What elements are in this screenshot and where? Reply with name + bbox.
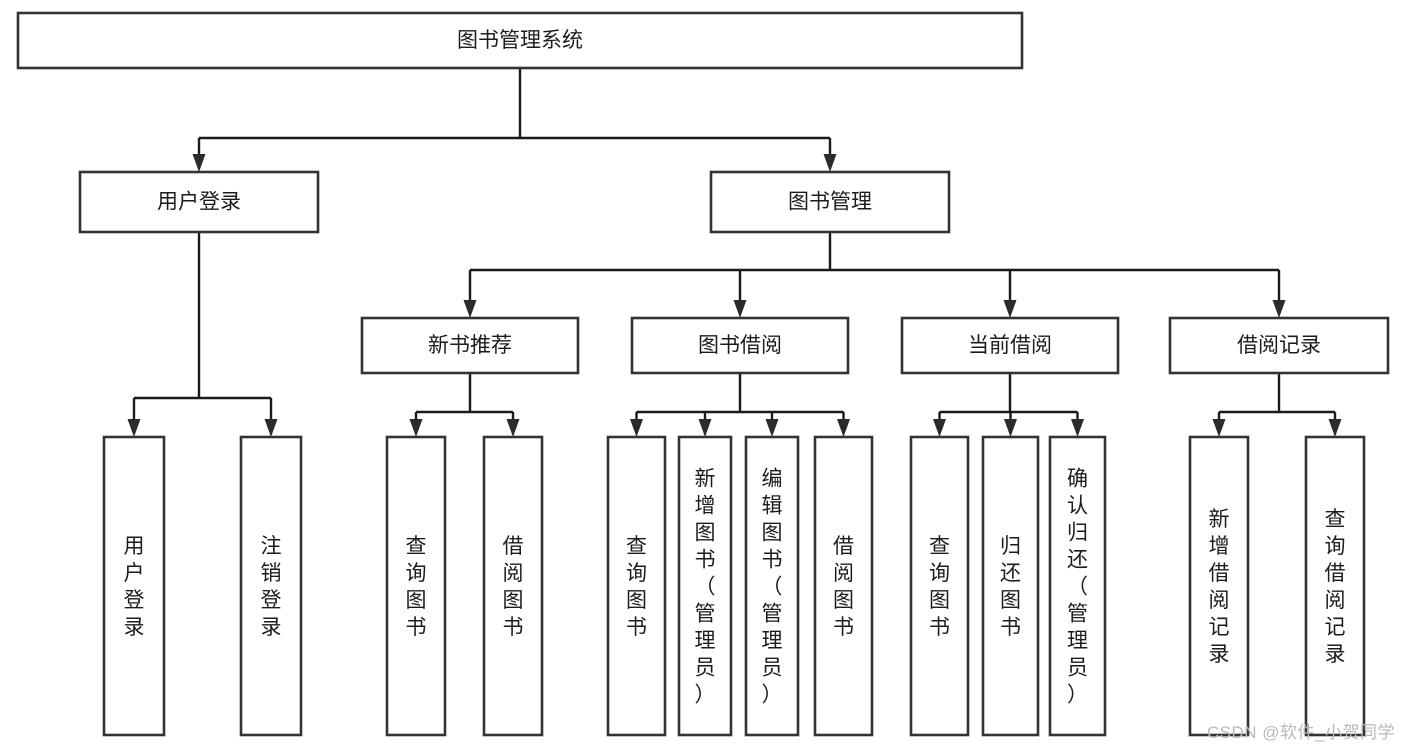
- conn-l2-0-to-leaf-0-arrowhead: [127, 419, 141, 437]
- conn-l3-0-to-leaf-0-arrowhead: [409, 419, 423, 437]
- node-leaf-7[interactable]: 借阅图书: [813, 435, 874, 737]
- node-leaf-10[interactable]: 确认归还（管理员）: [1048, 435, 1107, 737]
- conn-l2-to-l3-0-arrowhead: [463, 300, 477, 318]
- node-leaf-5-rect: [677, 435, 733, 737]
- node-leaf-0-rect: [102, 435, 166, 737]
- conn-l3-0-to-leaf-1-arrowhead: [506, 419, 520, 437]
- conn-l2-to-l3-1-arrowhead: [733, 300, 747, 318]
- node-leaf-2-label: 查询图书: [406, 535, 427, 639]
- node-leaf-9-rect: [981, 435, 1040, 737]
- watermark-credit: CSDN @软件_小贺同学: [1206, 723, 1395, 742]
- node-leaf-4-label: 查询图书: [626, 535, 647, 639]
- connector-layer: [127, 68, 1342, 437]
- node-leaf-1-label: 注销登录: [261, 535, 282, 639]
- conn-l3-2-to-leaf-0-arrowhead: [933, 419, 946, 437]
- node-l3-1[interactable]: 图书借阅: [630, 316, 850, 375]
- node-l3-0-label: 新书推荐: [428, 334, 512, 357]
- node-leaf-5-label: 新增图书（管理员）: [695, 468, 716, 707]
- node-leaf-10-rect: [1048, 435, 1107, 737]
- node-leaf-3[interactable]: 借阅图书: [482, 435, 544, 737]
- node-l3-2-label: 当前借阅: [968, 334, 1052, 357]
- node-leaf-12[interactable]: 查询借阅记录: [1304, 435, 1366, 737]
- node-root-system-rect: [16, 11, 1024, 70]
- node-leaf-9-label: 归还图书: [1000, 535, 1021, 639]
- conn-l2-to-l3-2-arrowhead: [1003, 300, 1017, 318]
- conn-root-to-l2-0-arrowhead: [192, 154, 206, 172]
- node-leaf-3-rect: [482, 435, 544, 737]
- node-leaf-8-label: 查询图书: [929, 535, 950, 639]
- node-leaf-2-rect: [385, 435, 447, 737]
- node-l2-1-rect: [709, 170, 951, 234]
- node-l3-3-label: 借阅记录: [1237, 334, 1321, 357]
- node-l2-1[interactable]: 图书管理: [709, 170, 951, 234]
- node-l3-2-rect: [900, 316, 1120, 375]
- node-l3-3-rect: [1168, 316, 1390, 375]
- node-leaf-10-label: 确认归还（管理员）: [1067, 468, 1088, 707]
- conn-l3-1-to-leaf-1-arrowhead: [698, 419, 712, 437]
- node-leaf-8[interactable]: 查询图书: [909, 435, 970, 737]
- conn-l3-3-to-leaf-1-arrowhead: [1328, 419, 1342, 437]
- node-leaf-5[interactable]: 新增图书（管理员）: [677, 435, 733, 737]
- node-leaf-3-label: 借阅图书: [503, 535, 524, 639]
- node-l2-1-label: 图书管理: [788, 191, 872, 214]
- conn-root-to-l2-1-arrowhead: [823, 154, 837, 172]
- conn-l3-1-to-leaf-3-arrowhead: [837, 419, 850, 437]
- node-l3-0[interactable]: 新书推荐: [360, 316, 580, 375]
- conn-l2-0-to-leaf-1-arrowhead: [264, 419, 278, 437]
- node-leaf-11-label: 新增借阅记录: [1209, 508, 1230, 666]
- node-leaf-0[interactable]: 用户登录: [102, 435, 166, 737]
- node-leaf-1-rect: [239, 435, 303, 737]
- conn-l3-2-to-leaf-1-arrowhead: [1004, 419, 1017, 437]
- conn-l3-1-to-leaf-2-arrowhead: [765, 419, 779, 437]
- node-l2-0-label: 用户登录: [157, 191, 241, 214]
- node-root-system-label: 图书管理系统: [457, 29, 583, 52]
- conn-l3-1-to-leaf-0-arrowhead: [630, 419, 643, 437]
- node-leaf-8-rect: [909, 435, 970, 737]
- node-leaf-6-label: 编辑图书（管理员）: [762, 468, 783, 707]
- node-leaf-11[interactable]: 新增借阅记录: [1188, 435, 1250, 737]
- conn-l2-to-l3-3-arrowhead: [1272, 300, 1286, 318]
- node-leaf-0-label: 用户登录: [124, 535, 145, 639]
- node-leaf-1[interactable]: 注销登录: [239, 435, 303, 737]
- node-leaf-4[interactable]: 查询图书: [606, 435, 667, 737]
- conn-l3-2-to-leaf-2-arrowhead: [1071, 419, 1084, 437]
- node-l3-1-rect: [630, 316, 850, 375]
- node-l3-2[interactable]: 当前借阅: [900, 316, 1120, 375]
- node-l3-0-rect: [360, 316, 580, 375]
- conn-l3-3-to-leaf-0-arrowhead: [1212, 419, 1226, 437]
- node-root-system[interactable]: 图书管理系统: [16, 11, 1024, 70]
- node-l2-0[interactable]: 用户登录: [78, 170, 320, 234]
- node-leaf-6-rect: [744, 435, 800, 737]
- node-leaf-11-rect: [1188, 435, 1250, 737]
- node-leaf-2[interactable]: 查询图书: [385, 435, 447, 737]
- node-layer: 图书管理系统用户登录图书管理新书推荐图书借阅当前借阅借阅记录用户登录注销登录查询…: [16, 11, 1390, 737]
- node-leaf-12-rect: [1304, 435, 1366, 737]
- node-leaf-9[interactable]: 归还图书: [981, 435, 1040, 737]
- node-l2-0-rect: [78, 170, 320, 234]
- node-leaf-7-label: 借阅图书: [833, 535, 854, 639]
- node-leaf-7-rect: [813, 435, 874, 737]
- node-leaf-4-rect: [606, 435, 667, 737]
- node-l3-1-label: 图书借阅: [698, 334, 782, 357]
- node-l3-3[interactable]: 借阅记录: [1168, 316, 1390, 375]
- node-leaf-6[interactable]: 编辑图书（管理员）: [744, 435, 800, 737]
- node-leaf-12-label: 查询借阅记录: [1325, 508, 1346, 666]
